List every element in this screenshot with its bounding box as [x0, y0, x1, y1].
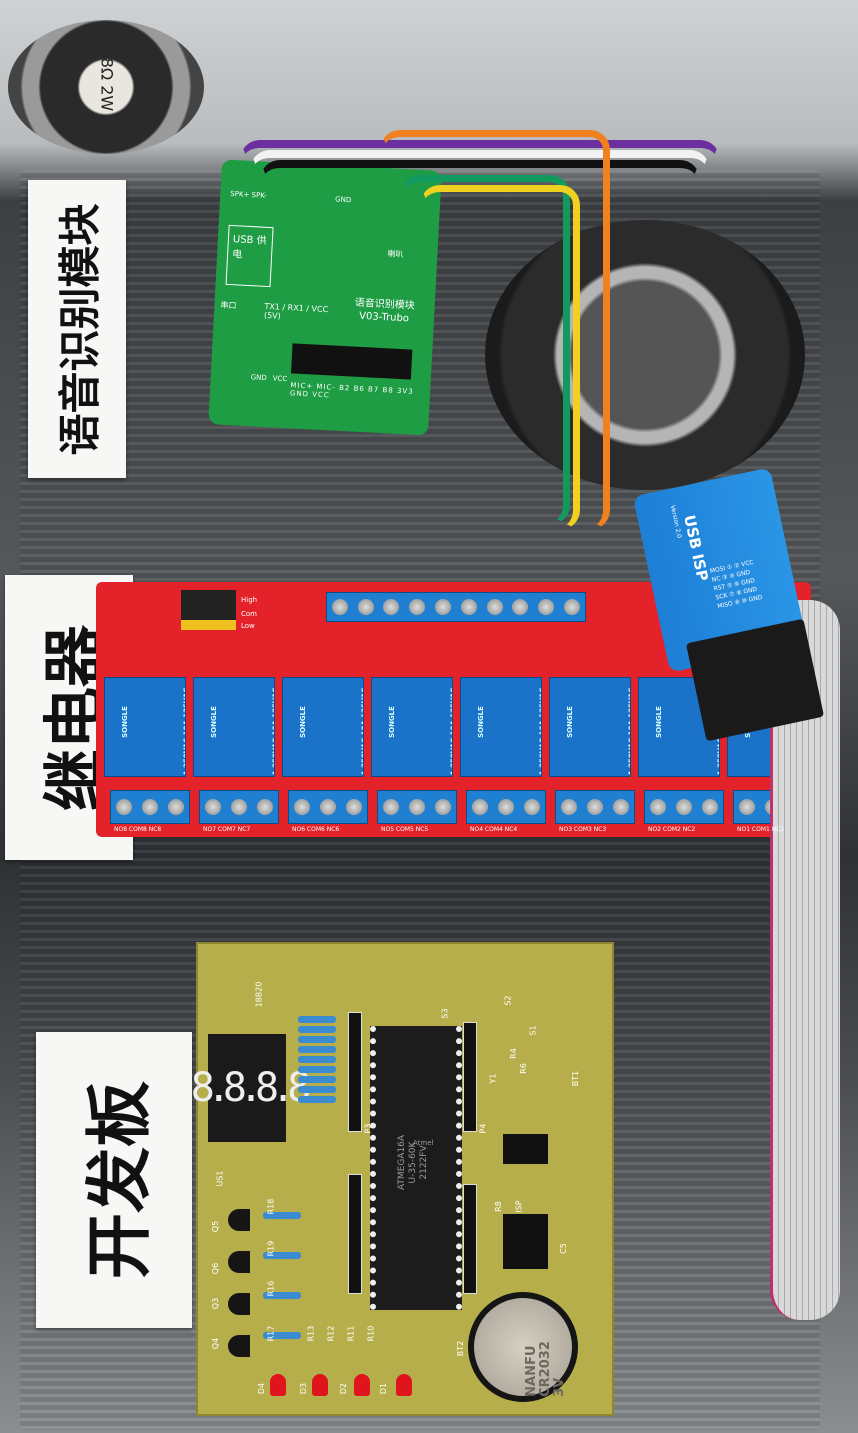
relay: SONGLE10A 250VAC 10A 125VAC 10A 30VDC 10…	[193, 677, 275, 777]
microphone-base	[485, 220, 805, 490]
silkscreen-label: Q3	[211, 1297, 221, 1310]
wire-green	[400, 175, 570, 525]
dip8-chip	[503, 1214, 548, 1269]
silkscreen-label: S1	[528, 1025, 538, 1036]
resistor	[298, 1016, 336, 1023]
silkscreen-label: R12	[326, 1325, 336, 1342]
silkscreen-label: R18	[266, 1198, 276, 1215]
silkscreen-label: US1	[215, 1170, 225, 1187]
output-terminal-block[interactable]	[555, 790, 635, 824]
transistor	[228, 1251, 250, 1273]
header-p4	[463, 1022, 477, 1132]
output-terminal-block[interactable]	[644, 790, 724, 824]
led	[270, 1374, 286, 1396]
silkscreen-label: R19	[266, 1240, 276, 1257]
silkscreen-label: S2	[503, 995, 513, 1006]
resistor	[298, 1046, 336, 1053]
wire-purple	[240, 140, 720, 250]
terminal-label: NO5 COM5 NC5	[381, 826, 429, 833]
silkscreen-label: Q4	[211, 1337, 221, 1350]
relay: SONGLE10A 250VAC 10A 125VAC 10A 30VDC 10…	[460, 677, 542, 777]
terminal-label: NO8 COM8 NC8	[114, 826, 162, 833]
relay: SONGLE10A 250VAC 10A 125VAC 10A 30VDC 10…	[104, 677, 186, 777]
silkscreen-label: R6	[518, 1063, 528, 1074]
silkscreen-label: D4	[257, 1382, 267, 1395]
resistor	[298, 1056, 336, 1063]
silkscreen-label: BT2	[456, 1340, 466, 1357]
terminal-label: NO3 COM3 NC3	[559, 826, 607, 833]
relay: SONGLE10A 250VAC 10A 125VAC 10A 30VDC 10…	[549, 677, 631, 777]
silkscreen-label: R11	[346, 1325, 356, 1342]
terminal-label: NO1 COM1 NC1	[737, 826, 785, 833]
resistor	[263, 1332, 301, 1339]
development-board: 8.8.8.8 ATMEGA16A U-35-60K 2122FV Atmel …	[191, 942, 614, 1416]
silkscreen-label: R4	[508, 1048, 518, 1059]
silkscreen-label: R17	[266, 1325, 276, 1342]
resistor	[298, 1086, 336, 1093]
wire-white	[250, 150, 710, 250]
transistor	[228, 1293, 250, 1315]
resistor	[298, 1026, 336, 1033]
header-p3	[348, 1012, 362, 1132]
resistor	[263, 1212, 301, 1219]
output-terminal-block[interactable]	[110, 790, 190, 824]
silkscreen-label: ISP	[514, 1200, 524, 1213]
terminal-label: NO7 COM7 NC7	[203, 826, 251, 833]
output-terminal-block[interactable]	[466, 790, 546, 824]
label-dev-board: 开发板	[36, 1032, 192, 1328]
silkscreen-label: D1	[379, 1382, 389, 1395]
relay: SONGLE10A 250VAC 10A 125VAC 10A 30VDC 10…	[282, 677, 364, 777]
silkscreen-label: R16	[266, 1280, 276, 1297]
terminal-label: NO4 COM4 NC4	[470, 826, 518, 833]
led	[396, 1374, 412, 1396]
speaker: 8Ω 2W	[8, 20, 204, 154]
wire-black	[260, 160, 700, 250]
silkscreen-label: S3	[440, 1008, 450, 1019]
label-voice-module: 语音识别模块	[28, 180, 126, 478]
resistor	[298, 1096, 336, 1103]
silkscreen-label: D2	[339, 1382, 349, 1395]
output-terminal-block[interactable]	[288, 790, 368, 824]
terminal-label: NO2 COM2 NC2	[648, 826, 696, 833]
speaker-marking: 8Ω 2W	[97, 57, 117, 112]
resistor	[263, 1252, 301, 1259]
input-terminal-block[interactable]	[326, 592, 586, 622]
silkscreen-label: C5	[558, 1243, 568, 1254]
resistor	[298, 1036, 336, 1043]
wire-yellow	[420, 185, 580, 530]
silkscreen-label: Y1	[488, 1073, 498, 1084]
jumper-block[interactable]	[181, 590, 236, 630]
silkscreen-label: Q5	[211, 1220, 221, 1233]
silkscreen-label: D3	[299, 1382, 309, 1395]
isp-socket	[503, 1134, 548, 1164]
silkscreen-label: P3	[363, 1123, 373, 1134]
silkscreen-label: 18B20	[254, 981, 264, 1008]
silkscreen-label: R8	[493, 1201, 503, 1212]
silkscreen-label: P4	[478, 1123, 488, 1134]
wire-orange	[380, 130, 610, 530]
resistor	[298, 1066, 336, 1073]
mcu-chip: ATMEGA16A U-35-60K 2122FV	[370, 1026, 462, 1310]
relay: SONGLE10A 250VAC 10A 125VAC 10A 30VDC 10…	[371, 677, 453, 777]
header	[348, 1174, 362, 1294]
silkscreen-label: BT1	[571, 1070, 581, 1087]
coin-battery: NANFU CR2032 3V	[468, 1292, 578, 1402]
transistor	[228, 1209, 250, 1231]
resistor	[298, 1076, 336, 1083]
transistor	[228, 1335, 250, 1357]
output-terminal-block[interactable]	[377, 790, 457, 824]
header	[463, 1184, 477, 1294]
silkscreen-label: R13	[306, 1325, 316, 1342]
output-terminal-block[interactable]	[199, 790, 279, 824]
led	[312, 1374, 328, 1396]
terminal-label: NO6 COM6 NC6	[292, 826, 340, 833]
silkscreen-label: Q6	[211, 1262, 221, 1275]
seven-segment-display: 8.8.8.8	[191, 1034, 311, 1142]
led	[354, 1374, 370, 1396]
silkscreen-label: R10	[366, 1325, 376, 1342]
resistor	[263, 1292, 301, 1299]
